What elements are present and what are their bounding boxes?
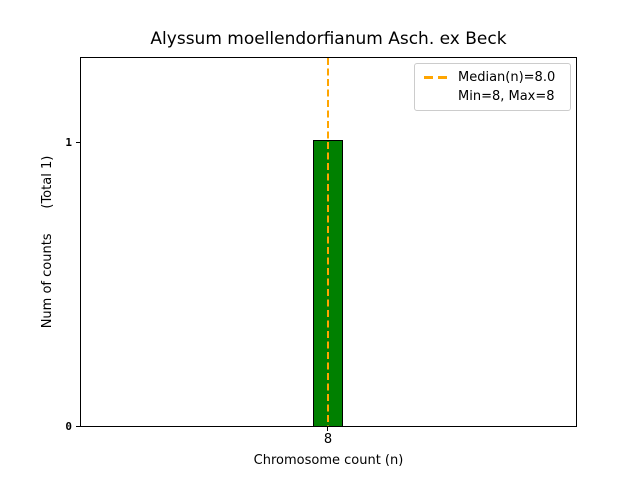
chart-title: Alyssum moellendorfianum Asch. ex Beck xyxy=(150,29,507,49)
legend: Median(n)=8.0 Min=8, Max=8 xyxy=(414,63,571,111)
x-tick-label-8: 8 xyxy=(323,432,333,447)
median-dashed-line xyxy=(327,58,329,426)
median-line-legend-swatch xyxy=(424,76,449,79)
y-axis-label: Num of counts (Total 1) xyxy=(40,155,55,329)
y-tick-label-0: 0 xyxy=(65,420,72,433)
y-tick-mark-0 xyxy=(76,426,80,427)
y-tick-mark-1 xyxy=(76,142,80,143)
legend-entry-median: Median(n)=8.0 xyxy=(424,68,564,87)
legend-entry-minmax: Min=8, Max=8 xyxy=(424,87,564,106)
x-tick-mark-8 xyxy=(327,427,328,431)
plot-area xyxy=(80,57,577,427)
legend-label-minmax: Min=8, Max=8 xyxy=(458,89,555,104)
x-axis-label: Chromosome count (n) xyxy=(253,453,404,468)
y-tick-label-1: 1 xyxy=(65,136,72,149)
legend-swatch-spacer xyxy=(424,95,449,98)
legend-label-median: Median(n)=8.0 xyxy=(458,70,556,85)
